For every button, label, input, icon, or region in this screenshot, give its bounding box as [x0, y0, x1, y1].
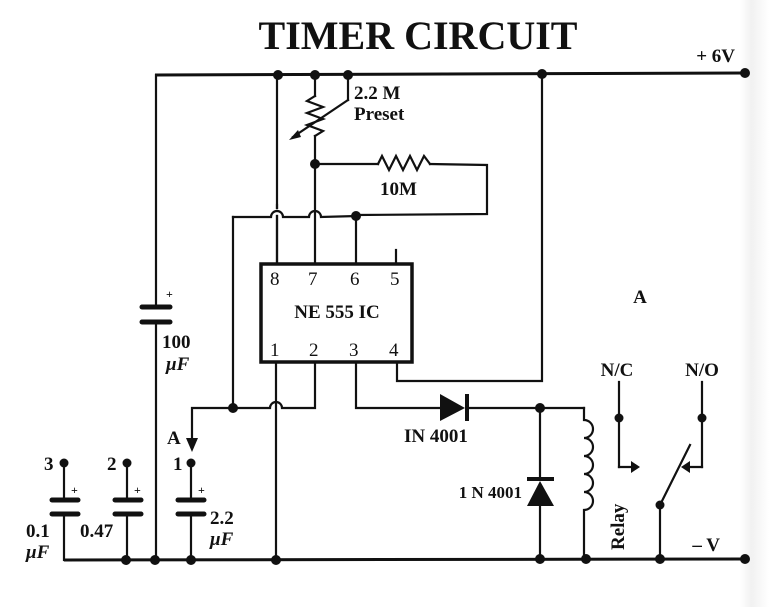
- relay-label: Relay: [608, 503, 629, 550]
- resistor-10m-value: 10M: [380, 179, 417, 200]
- capacitor-100uf: [139, 73, 173, 562]
- series-diode-label: IN 4001: [404, 426, 468, 447]
- timing-capacitor-1: [175, 458, 207, 562]
- ne555-ic: [259, 262, 414, 364]
- ic-pin-1: 1: [270, 340, 280, 361]
- negative-supply-label: – V: [691, 535, 720, 556]
- positive-rail: [154, 68, 750, 80]
- preset-value: 2.2 M: [354, 83, 401, 104]
- diagram-title: TIMER CIRCUIT: [259, 13, 578, 58]
- timing-cap-3-unit: μF: [25, 542, 50, 563]
- relay-contacts: [614, 380, 707, 561]
- flyback-diode-label: 1 N 4001: [459, 483, 522, 502]
- page-edge-shadow: [740, 0, 769, 607]
- ic-pin-3: 3: [349, 340, 359, 361]
- capacitor-100uf-value: 100: [162, 332, 191, 353]
- timing-cap-1-unit: μF: [209, 529, 234, 550]
- ic-pin-2: 2: [309, 340, 319, 361]
- timing-cap-3-value: 0.1: [26, 521, 50, 542]
- ic-pin-6: 6: [350, 269, 360, 290]
- timing-cap-3-polarity: +: [71, 483, 78, 497]
- ic-pin-5: 5: [390, 269, 400, 290]
- timing-cap-2-polarity: +: [134, 483, 141, 497]
- relay-nc-label: N/C: [601, 360, 634, 381]
- pin4-reset-wire: [395, 72, 544, 383]
- threshold-trigger-net: [231, 162, 361, 410]
- flyback-diode: [527, 406, 554, 561]
- positive-supply-label: + 6V: [696, 46, 735, 67]
- timing-cap-3-position: 3: [44, 454, 54, 475]
- timing-cap-1-value: 2.2: [210, 508, 234, 529]
- timing-capacitor-2: [112, 458, 144, 562]
- preset-label: Preset: [354, 104, 405, 125]
- output-wire: [354, 360, 586, 421]
- ic-pin-8: 8: [270, 269, 280, 290]
- timing-cap-1-polarity: +: [198, 483, 205, 497]
- capacitor-100uf-unit: μF: [165, 354, 190, 375]
- selector-label: A: [167, 428, 181, 449]
- relay-section-label: A: [633, 287, 647, 308]
- ic-pin-4: 4: [389, 340, 399, 361]
- negative-rail: [63, 554, 750, 565]
- ic-pin-7: 7: [308, 269, 318, 290]
- timing-capacitor-3: [49, 458, 81, 562]
- selector-wire: [186, 360, 317, 452]
- timing-cap-2-position: 2: [107, 454, 117, 475]
- ic-label: NE 555 IC: [294, 302, 380, 323]
- relay-coil: [582, 406, 595, 561]
- preset-2-2m: [289, 73, 350, 169]
- capacitor-100uf-polarity: +: [166, 287, 173, 301]
- timing-cap-1-position-label: 1: [173, 454, 183, 475]
- relay-no-label: N/O: [685, 360, 719, 381]
- resistor-10m: [313, 153, 489, 217]
- timing-cap-2-value: 0.47: [80, 521, 114, 542]
